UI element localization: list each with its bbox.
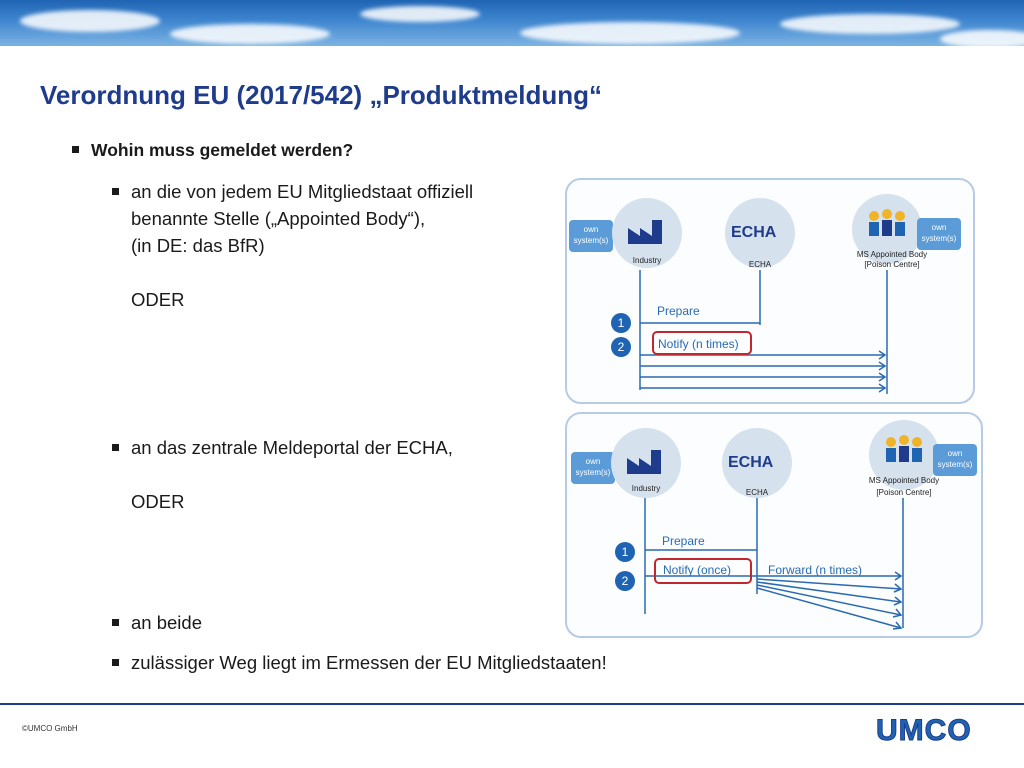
slide-title: Verordnung EU (2017/542) „Produktmeldung… — [40, 80, 602, 110]
step-2-badge: 2 — [615, 571, 635, 591]
bullet-square-icon — [112, 187, 119, 195]
echa-logo-text: ECHA — [731, 224, 777, 241]
echa-logo-text: ECHA — [728, 454, 774, 471]
echa-label: ECHA — [745, 488, 769, 497]
option1-or: ODER — [131, 289, 185, 310]
poison-centre-label: [Poison Centre] — [864, 260, 920, 269]
echa-label: ECHA — [748, 260, 772, 269]
diagram-direct-notification: own system(s) Industry ECHA ECHA own sys… — [565, 178, 975, 404]
own-systems-left: own system(s) — [571, 452, 615, 484]
option2-or: ODER — [131, 491, 185, 512]
option2-line1: an das zentrale Meldeportal der ECHA, — [131, 437, 453, 458]
appointed-body-label: MS Appointed Body — [868, 476, 940, 485]
umco-logo: UMCO — [876, 714, 972, 748]
own-systems-right: own system(s) — [933, 444, 977, 476]
step-1-badge: 1 — [615, 542, 635, 562]
diagram2-flow-arrows — [644, 498, 904, 630]
option1-line1: an die von jedem EU Mitgliedstaat offizi… — [131, 181, 474, 202]
appointed-body-label: MS Appointed Body — [856, 250, 928, 259]
cloud-shape — [520, 22, 740, 44]
own-systems-right: own system(s) — [917, 218, 961, 250]
forward-label: Forward (n times) — [768, 563, 863, 577]
step-2-badge: 2 — [611, 337, 631, 357]
prepare-label: Prepare — [657, 304, 700, 318]
diagram1-flow-arrows — [639, 270, 888, 394]
factory-icon — [627, 450, 661, 474]
bullet-square-icon — [72, 145, 79, 153]
header-sky-banner — [0, 0, 1024, 46]
industry-circle — [612, 198, 682, 268]
poison-centre-label: [Poison Centre] — [876, 488, 932, 497]
footer-divider — [0, 703, 1024, 705]
cloud-shape — [780, 14, 960, 34]
own-systems-left: own system(s) — [569, 220, 613, 252]
factory-icon — [628, 220, 662, 244]
appointed-body-circle — [852, 194, 922, 264]
option-both: an beide — [112, 609, 202, 636]
option1-line3: (in DE: das BfR) — [131, 235, 265, 256]
option1-line2: benannte Stelle („Appointed Body“), — [131, 208, 426, 229]
cloud-shape — [360, 6, 480, 22]
cloud-shape — [20, 10, 160, 32]
notify-label: Notify (n times) — [658, 337, 739, 351]
diagram-echa-notification: own system(s) Industry ECHA ECHA own sys… — [565, 412, 983, 638]
question-bullet: Wohin muss gemeldet werden? — [72, 140, 353, 161]
copyright-text: ©UMCO GmbH — [22, 724, 78, 733]
people-group-icon — [886, 435, 922, 462]
note-text: zulässiger Weg liegt im Ermessen der EU … — [131, 652, 607, 673]
option3-text: an beide — [131, 612, 202, 633]
bullet-square-icon — [112, 443, 119, 451]
industry-label: Industry — [631, 484, 661, 493]
cloud-shape — [940, 30, 1024, 46]
option-appointed-body: an die von jedem EU Mitgliedstaat offizi… — [112, 178, 473, 313]
cloud-shape — [170, 24, 330, 44]
bullet-square-icon — [112, 658, 119, 666]
industry-circle — [611, 428, 681, 498]
notify-highlight-box — [652, 331, 752, 355]
notify-highlight-box — [654, 558, 752, 584]
option-echa-portal: an das zentrale Meldeportal der ECHA, OD… — [112, 434, 453, 515]
appointed-body-circle — [869, 420, 939, 490]
echa-circle: ECHA — [722, 428, 792, 498]
step-1-badge: 1 — [611, 313, 631, 333]
member-state-note: zulässiger Weg liegt im Ermessen der EU … — [112, 649, 607, 676]
notify-label: Notify (once) — [663, 563, 732, 577]
industry-label: Industry — [632, 256, 662, 265]
question-text: Wohin muss gemeldet werden? — [91, 140, 354, 160]
bullet-square-icon — [112, 618, 119, 626]
prepare-label: Prepare — [662, 534, 705, 548]
echa-circle: ECHA — [725, 198, 795, 268]
people-group-icon — [869, 209, 905, 236]
